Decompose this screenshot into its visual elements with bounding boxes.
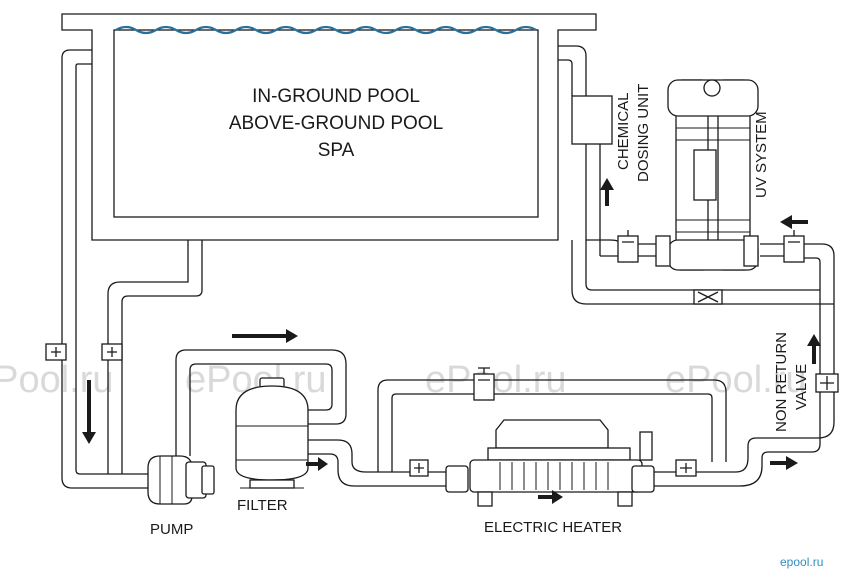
chemical-label-line2: DOSING UNIT <box>635 84 652 182</box>
uv-label: UV SYSTEM <box>753 111 770 198</box>
chemical-label-line1: CHEMICAL <box>615 92 632 170</box>
electric-heater <box>409 419 655 507</box>
flow-arrow-right-filter <box>306 457 328 471</box>
suction-pipe <box>45 49 203 489</box>
flow-arrow-left-uv <box>780 215 808 229</box>
flow-arrow-down-left <box>82 380 96 444</box>
filter-to-heater-pipe <box>306 367 727 487</box>
uv-inlet-valve <box>617 235 639 263</box>
flow-arrow-right-outlet <box>770 456 798 470</box>
pump <box>147 455 215 505</box>
uv-outlet-valve <box>783 235 805 263</box>
chemical-dosing-unit <box>558 45 614 256</box>
flow-arrow-right-heater <box>538 490 563 504</box>
flow-arrow-right-top <box>232 329 298 343</box>
watermark-1: ePool.ru <box>0 359 114 401</box>
water-surface <box>115 25 537 35</box>
pump-to-filter-pipe <box>175 349 347 456</box>
flow-arrow-up-uv <box>600 178 614 206</box>
heater-label: ELECTRIC HEATER <box>484 519 622 536</box>
pool-label-line2: ABOVE-GROUND POOL <box>229 113 443 134</box>
nonreturn-label-line2: VALVE <box>793 364 810 410</box>
chemical-dosing-box <box>571 95 613 145</box>
sand-filter <box>235 377 309 489</box>
filter-label: FILTER <box>237 497 288 514</box>
pool-basin <box>61 13 597 241</box>
nonreturn-label-line1: NON RETURN <box>773 332 790 432</box>
bypass-valve <box>473 373 495 401</box>
pool-label-line1: IN-GROUND POOL <box>252 86 420 107</box>
pump-label: PUMP <box>150 521 193 538</box>
uv-bypass-pipes <box>571 230 834 305</box>
pool-label-line3: SPA <box>318 140 355 161</box>
flow-arrow-up-right <box>807 334 821 364</box>
watermark-corner: epool.ru <box>780 555 823 569</box>
uv-unit <box>655 79 759 271</box>
heater-outlet-pipe <box>654 243 839 487</box>
